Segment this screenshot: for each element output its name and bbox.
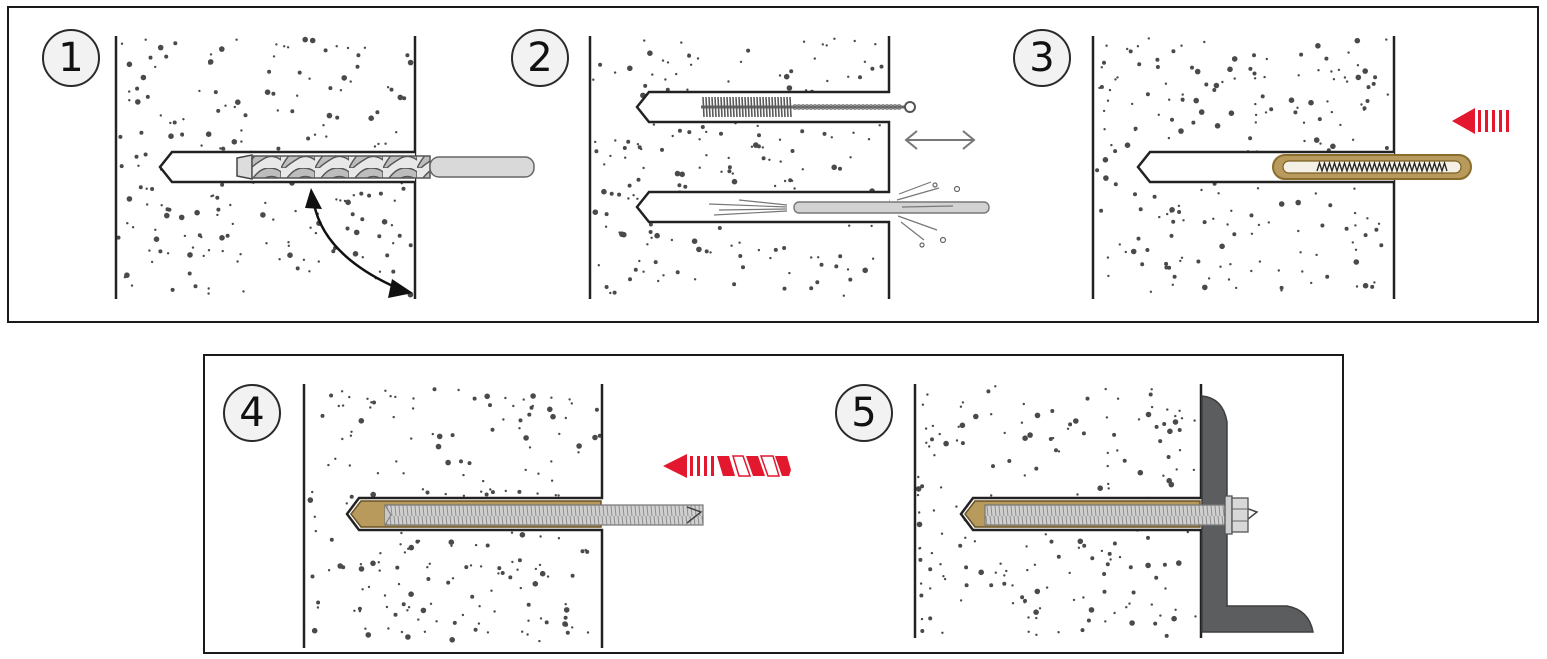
rotation-arrow-icon [305, 188, 413, 298]
step-4-number: 4 [239, 390, 265, 436]
step-3-illustration [1091, 36, 1509, 299]
threaded-rod-icon [984, 504, 1259, 526]
concrete-block-2 [592, 37, 890, 297]
step-4-illustration [302, 384, 791, 648]
step-4-badge: 4 [223, 384, 281, 442]
step-5-illustration [913, 384, 1314, 638]
steps-4-5-drawing [302, 384, 1314, 648]
blow-pump-icon [708, 181, 990, 248]
concrete-block-4 [307, 387, 602, 643]
resin-capsule-icon [1272, 154, 1472, 180]
step-2-illustration [588, 36, 990, 299]
insert-arrow-icon [1452, 108, 1509, 134]
step-2-badge: 2 [511, 29, 569, 87]
step-2-number: 2 [527, 35, 553, 81]
push-pull-arrow-icon [904, 130, 976, 150]
step-5-badge: 5 [835, 384, 893, 442]
step-5-number: 5 [851, 390, 877, 436]
step-1-number: 1 [58, 35, 84, 81]
hammer-drill-arrow-icon [663, 454, 791, 478]
threaded-rod-icon [384, 504, 704, 526]
nut-washer-icon [1224, 495, 1249, 535]
steps-panel-top: 1 2 3 [7, 6, 1539, 323]
steps-1-3-drawing [114, 36, 1509, 299]
drill-bit-icon [236, 154, 535, 180]
step-1-badge: 1 [42, 29, 100, 87]
step-3-badge: 3 [1013, 29, 1071, 87]
steps-panel-bottom: 4 5 [203, 354, 1344, 654]
step-3-number: 3 [1029, 35, 1055, 81]
cleaning-brush-icon [701, 96, 916, 118]
step-1-illustration [114, 36, 535, 299]
